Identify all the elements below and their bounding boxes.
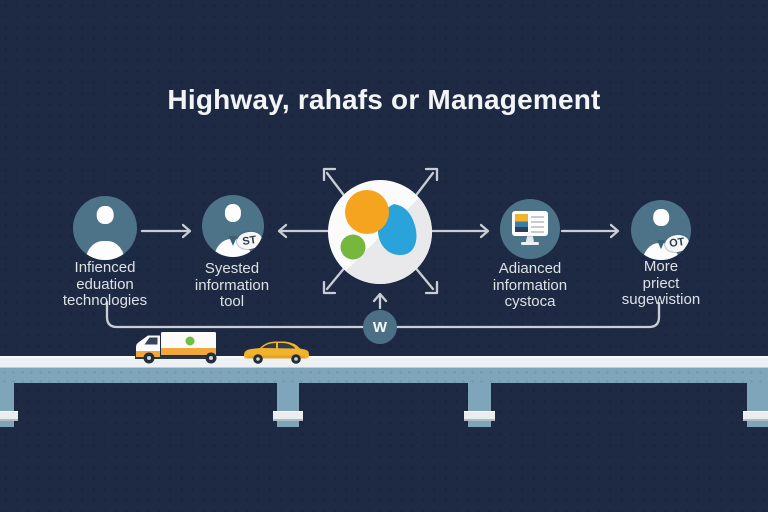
pier-footing bbox=[743, 411, 768, 421]
data-cluster-icon bbox=[328, 180, 432, 284]
node-label-line: Infienced bbox=[74, 259, 136, 276]
suit-collar bbox=[228, 235, 238, 246]
person-badge-icon: ST bbox=[202, 195, 264, 257]
node-label-line: sugewistion bbox=[621, 291, 701, 308]
pier-footing bbox=[464, 411, 495, 421]
node-label-line: cystoca bbox=[504, 293, 556, 310]
node-label-system-tool: Syested information tool bbox=[152, 260, 312, 311]
monitor-base bbox=[521, 241, 539, 245]
node-label-line: technologies bbox=[62, 292, 148, 309]
taxi-car-icon bbox=[244, 341, 309, 364]
monitor-icon bbox=[500, 199, 560, 259]
screen-image-thumb bbox=[515, 214, 529, 233]
person-head bbox=[653, 209, 669, 226]
bridge-deck bbox=[0, 368, 768, 383]
bridge-pier bbox=[743, 383, 768, 427]
person-badge-icon: OT bbox=[631, 200, 691, 260]
node-label-more-suggestion: More priect sugewistion bbox=[581, 258, 741, 309]
node-label-line: tool bbox=[219, 293, 245, 310]
main-title: Highway, rahafs or Management bbox=[167, 84, 601, 115]
w-node: W bbox=[363, 310, 397, 344]
hub-circles bbox=[340, 190, 417, 260]
person-head bbox=[224, 204, 242, 222]
delivery-truck-icon bbox=[135, 332, 217, 364]
suit-collar bbox=[656, 239, 666, 250]
node-label-advanced-information: Adianced information cystoca bbox=[450, 260, 610, 311]
person-shoulders bbox=[85, 241, 125, 260]
node-label-line: eduation bbox=[76, 275, 134, 293]
node-label-line: information bbox=[492, 276, 568, 294]
pier-footing bbox=[0, 411, 18, 421]
monitor-stand bbox=[525, 236, 535, 243]
person-head bbox=[96, 205, 114, 224]
node-label-line: information bbox=[194, 276, 270, 294]
node-label-line: Adianced bbox=[498, 260, 562, 277]
road-surface bbox=[0, 356, 768, 368]
node-label-influenced-education: Infienced eduation technologies bbox=[25, 259, 185, 310]
monitor-screen bbox=[512, 211, 548, 237]
bridge-pier bbox=[273, 383, 303, 427]
node-label-line: More bbox=[643, 258, 679, 275]
node-label-line: Syested bbox=[204, 260, 260, 277]
pier-footing bbox=[273, 411, 303, 421]
node-label-line: priect bbox=[642, 274, 680, 292]
bridge-pier bbox=[0, 383, 18, 427]
person-icon bbox=[73, 196, 137, 260]
bridge-pier bbox=[464, 383, 495, 427]
w-node-label: W bbox=[372, 318, 388, 336]
